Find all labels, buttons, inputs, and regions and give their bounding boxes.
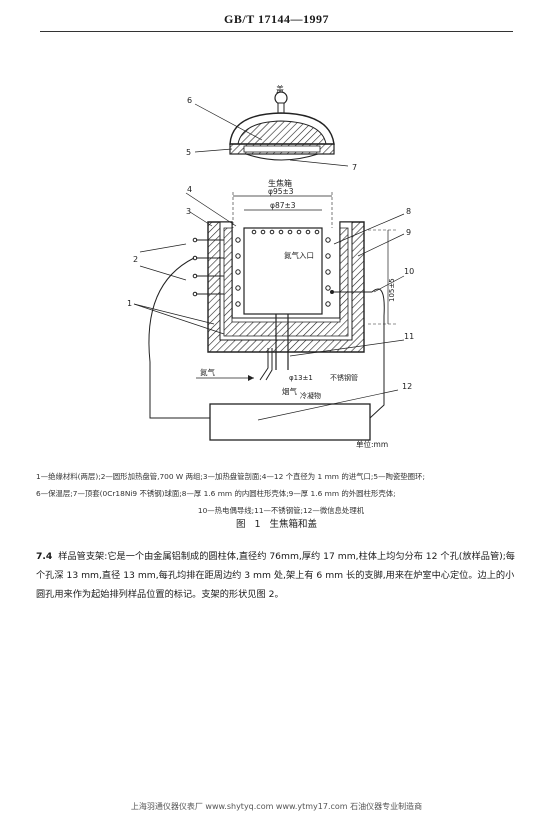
nitrogen-label: 氮气 <box>200 367 215 377</box>
figure-title: 图 1 生焦箱和盖 <box>235 519 318 530</box>
dim-outer: φ95±3 <box>268 187 294 196</box>
footer: 上海羽通仪器仪表厂 www.shytyq.com www.ytmy17.com … <box>130 802 423 811</box>
unit-label: 单位:mm <box>356 439 388 449</box>
callout-4: 4 <box>187 185 192 194</box>
figure-1-diagram: 盖 6 5 7 生焦箱 φ95±3 φ87±3 <box>127 84 414 449</box>
legend-line-1: 1—绝缘材料(两层);2—圆形加热盘管,700 W 两组;3—加热盘管剖面;4—… <box>36 472 425 481</box>
smoke-label: 烟气 <box>282 386 297 396</box>
stainless-pipe-label: 不锈钢管 <box>330 373 358 382</box>
heating-coil-sections <box>235 237 331 307</box>
gas-inlet-holes <box>251 229 320 235</box>
section-text: 样品管支架:它是一个由金属铝制成的圆柱体,直径约 76mm,厚约 17 mm,柱… <box>36 551 515 600</box>
callout-1: 1 <box>127 299 132 308</box>
lid: 盖 <box>229 84 335 161</box>
dim-inner: φ87±3 <box>270 201 296 210</box>
callout-11: 11 <box>404 332 414 341</box>
section-number: 7.4 <box>36 551 53 562</box>
callout-2: 2 <box>133 255 138 264</box>
callout-10: 10 <box>404 267 414 276</box>
legend-line-3: 10—热电偶导线;11—不锈钢管;12—微信息处理机 <box>197 506 365 515</box>
condensate-label: 冷凝物 <box>300 391 321 400</box>
micro-processor-box <box>209 403 371 441</box>
callout-12: 12 <box>402 382 412 391</box>
standard-header: GB/T 17144—1997 <box>224 12 329 26</box>
coking-box <box>192 221 372 381</box>
dim-outlet: φ13±1 <box>289 374 313 382</box>
nitrogen-inlet-label: 氮气入口 <box>284 250 314 260</box>
callout-5: 5 <box>186 148 191 157</box>
heater-leads <box>192 237 224 297</box>
callout-3: 3 <box>186 207 191 216</box>
legend-line-2: 6—保温层;7—顶套(0Cr18Ni9 不锈钢)球面;8—厚 1.6 mm 的内… <box>36 489 396 498</box>
lid-label: 盖 <box>276 84 284 94</box>
header-rule <box>40 31 513 32</box>
box-label: 生焦箱 <box>268 178 292 188</box>
callout-7: 7 <box>352 163 357 172</box>
dim-height: 105±5 <box>388 278 396 302</box>
callout-8: 8 <box>406 207 411 216</box>
figure-legend: 1—绝缘材料(两层);2—圆形加热盘管,700 W 两组;3—加热盘管剖面;4—… <box>36 468 526 519</box>
callout-9: 9 <box>406 228 411 237</box>
inner-chamber <box>243 227 323 315</box>
callout-6: 6 <box>187 96 192 105</box>
